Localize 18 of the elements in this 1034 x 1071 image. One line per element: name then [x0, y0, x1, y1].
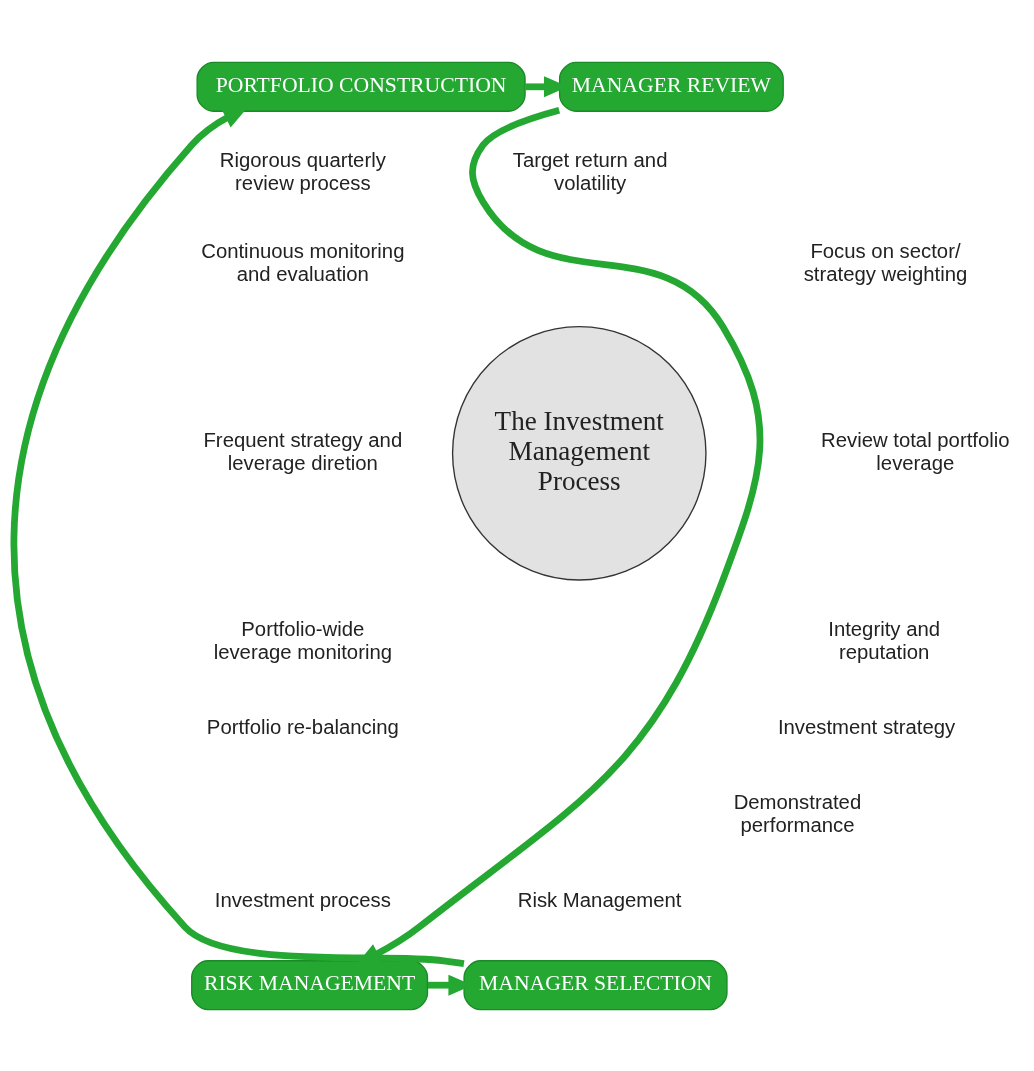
node-box: PORTFOLIO CONSTRUCTION [196, 61, 526, 112]
label: Investment process [214, 888, 391, 911]
node-box: RISK MANAGEMENT [191, 959, 429, 1010]
label: Portfolio re-balancing [206, 715, 399, 738]
label: Portfolio-wide leverage monitoring [213, 617, 393, 663]
node-circle: The Investment Management Process [451, 325, 707, 581]
label: Review total portfolio leverage [821, 428, 1010, 474]
node-box: MANAGER SELECTION [463, 959, 728, 1010]
label: Rigorous quarterly review process [219, 148, 386, 194]
label: Frequent strategy and leverage diretion [203, 428, 403, 474]
label: Integrity and reputation [828, 617, 941, 663]
label: Risk Management [517, 888, 682, 911]
label: Target return and volatility [512, 148, 668, 194]
node-box: MANAGER REVIEW [558, 61, 784, 112]
label: Focus on sector/ strategy weighting [803, 239, 968, 285]
label: Continuous monitoring and evaluation [201, 239, 405, 285]
label: Investment strategy [777, 715, 956, 738]
label: Demonstrated performance [733, 790, 862, 836]
